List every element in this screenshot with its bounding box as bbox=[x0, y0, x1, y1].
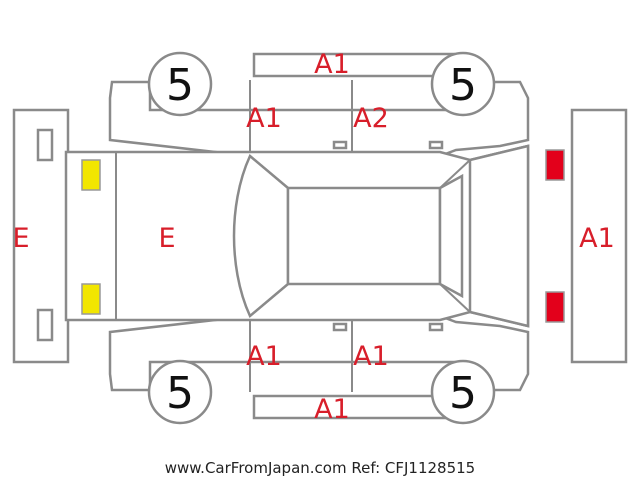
code-front-bumper: E bbox=[12, 223, 29, 254]
tire-rear-left-grade: 5 bbox=[166, 368, 194, 419]
code-rear-panel: A1 bbox=[579, 223, 615, 254]
rear-lamp-bottom bbox=[545, 291, 565, 323]
roof-side-bar-bottom bbox=[252, 394, 456, 420]
front-bumper bbox=[12, 108, 70, 364]
code-lower-side-bar: A1 bbox=[314, 394, 350, 425]
tire-front-right: 5 bbox=[430, 51, 496, 117]
front-lamp-bottom bbox=[81, 283, 101, 315]
code-hood: E bbox=[158, 223, 175, 254]
upper-side-body bbox=[108, 80, 530, 158]
car-top-body bbox=[64, 144, 530, 328]
code-roof-top-bar: A1 bbox=[314, 49, 350, 80]
roof-side-bar-top bbox=[252, 52, 456, 78]
rear-bumper bbox=[570, 108, 628, 364]
code-lower-rear-door: A1 bbox=[353, 341, 389, 372]
tire-front-left-grade: 5 bbox=[166, 60, 194, 111]
tire-rear-right: 5 bbox=[430, 359, 496, 425]
code-upper-front-door: A1 bbox=[246, 103, 282, 134]
code-lower-front-door: A1 bbox=[246, 341, 282, 372]
front-lamp-top bbox=[81, 159, 101, 191]
tire-rear-right-grade: 5 bbox=[449, 368, 477, 419]
tire-rear-left: 5 bbox=[147, 359, 213, 425]
watermark-text: www.CarFromJapan.com Ref: CFJ1128515 bbox=[165, 459, 475, 477]
rear-lamp-top bbox=[545, 149, 565, 181]
tire-front-left: 5 bbox=[147, 51, 213, 117]
code-upper-rear-door: A2 bbox=[353, 103, 389, 134]
tire-front-right-grade: 5 bbox=[449, 60, 477, 111]
